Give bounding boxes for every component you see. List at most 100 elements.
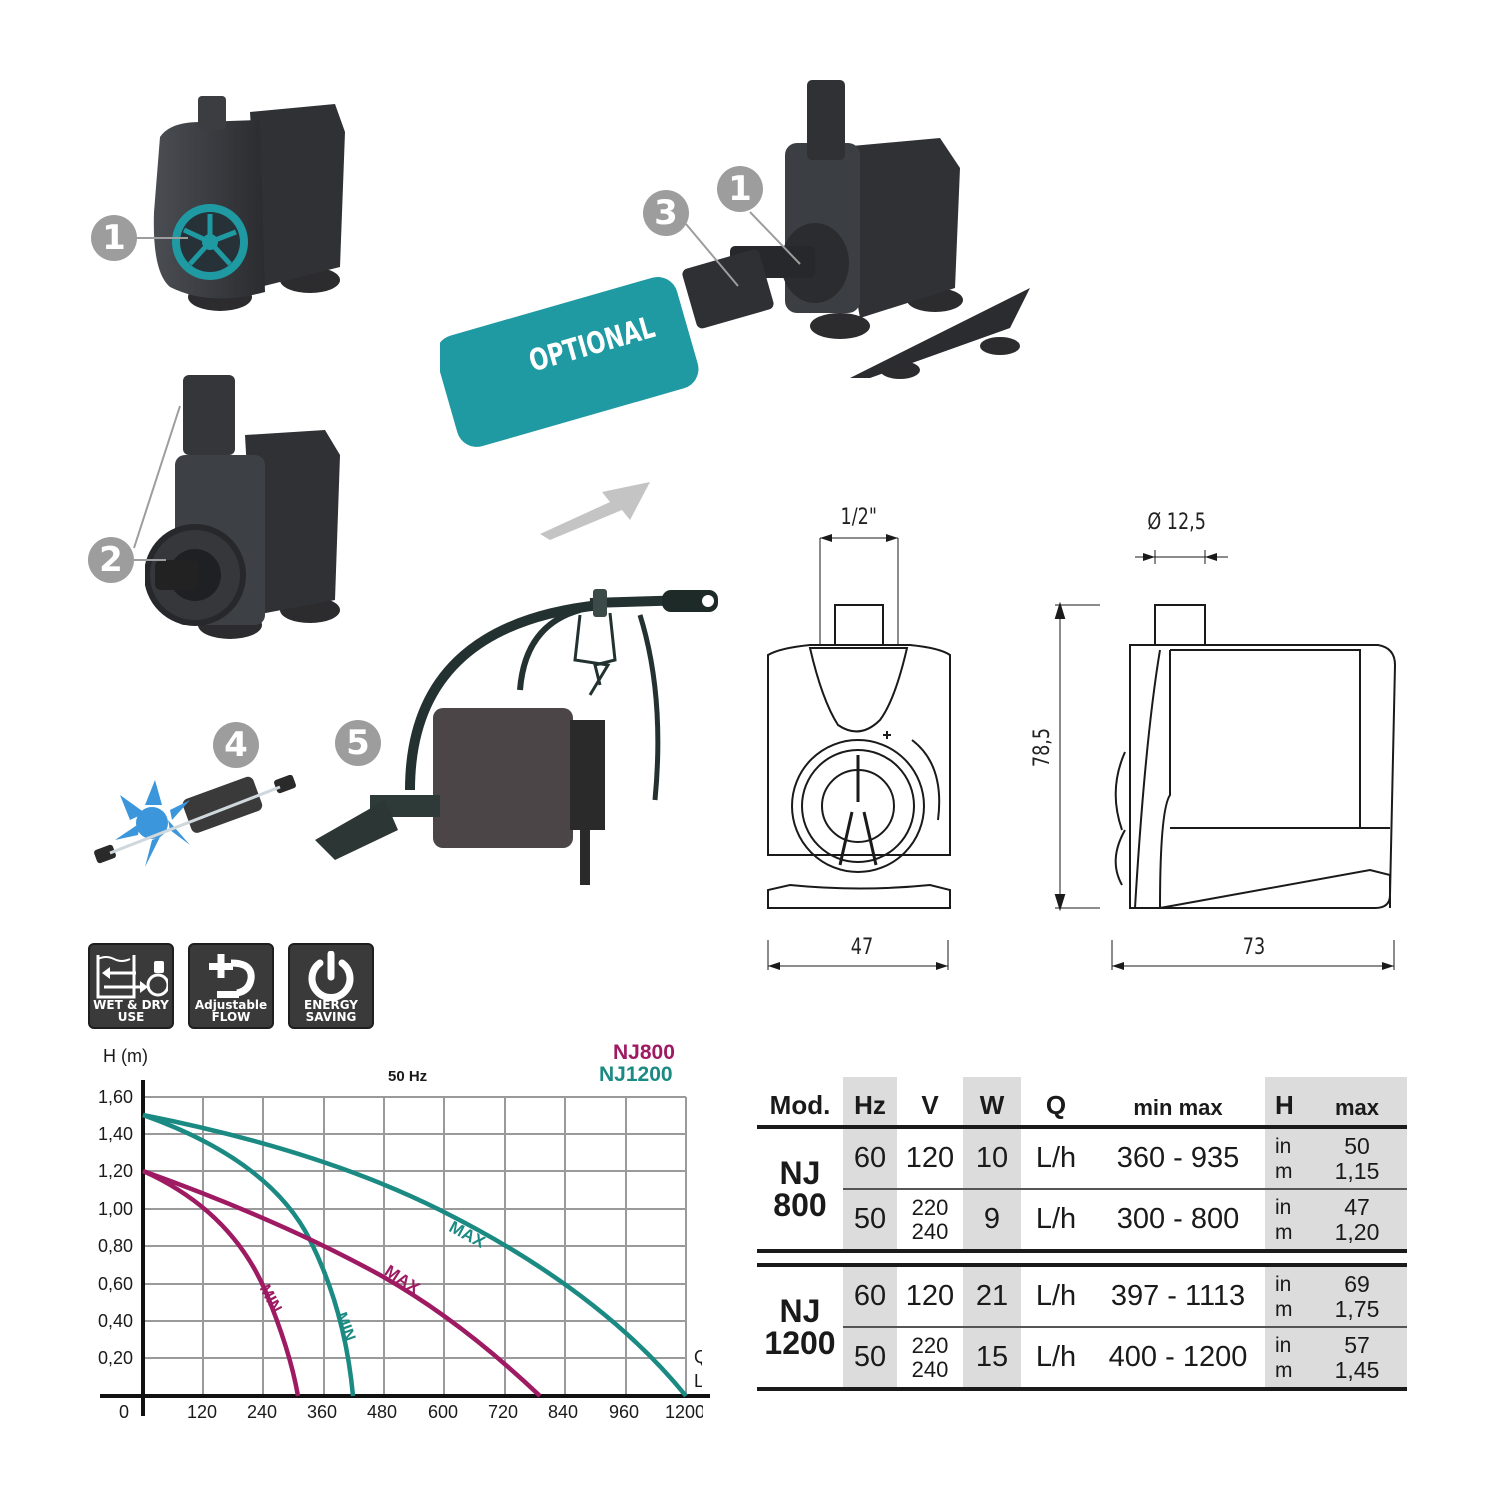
header-q: Q (1045, 1090, 1067, 1120)
cell-range: 360 - 935 (1116, 1142, 1240, 1174)
feature-label-line1: Adjustable (194, 998, 268, 1012)
cell-unit: L/h (1035, 1280, 1077, 1312)
cell-range: 300 - 800 (1116, 1203, 1240, 1235)
cell-hz: 50 (843, 1327, 897, 1389)
x-tick: 600 (428, 1402, 459, 1422)
nj1200-max-curve (142, 1112, 688, 1398)
svg-text:0,40: 0,40 (98, 1311, 133, 1331)
cell-w: 21 (963, 1265, 1021, 1327)
impeller-image (90, 774, 305, 875)
callout-1-intake: 1 (717, 166, 763, 212)
chart-title: 50 Hz (388, 1068, 428, 1085)
x-tick: 720 (488, 1402, 519, 1422)
cell-w: 15 (963, 1327, 1021, 1389)
feature-adjustable-flow: Adjustable FLOW (188, 943, 274, 1029)
dimension-width: 47 (850, 935, 874, 960)
svg-text:1,60: 1,60 (98, 1087, 133, 1107)
cell-hz: 50 (843, 1189, 897, 1251)
arrow-icon (540, 482, 650, 540)
svg-text:0,60: 0,60 (98, 1274, 133, 1294)
chart-y-axis-title: H (m) (103, 1046, 148, 1066)
svg-text:0,80: 0,80 (98, 1236, 133, 1256)
x-tick: 480 (367, 1402, 398, 1422)
cell-w: 9 (963, 1189, 1021, 1251)
legend-nj800: NJ800 (613, 1041, 675, 1064)
dimension-depth: 73 (1242, 935, 1266, 960)
header-minmax: min max (1133, 1095, 1223, 1120)
x-tick: 840 (548, 1402, 579, 1422)
cell-hz: 60 (843, 1127, 897, 1189)
pump-with-sponge-image (435, 78, 1040, 478)
callout-leader (133, 405, 181, 561)
feature-wet-dry-use: WET & DRY USE (88, 943, 174, 1029)
x-tick: 360 (307, 1402, 338, 1422)
x-tick: 240 (247, 1402, 278, 1422)
pump-flow-control-image (144, 375, 345, 645)
performance-chart: 1,60 1,40 1,20 1,00 0,80 0,60 0,40 0,20 (98, 1080, 710, 1416)
callout-5-tube-kit: 5 (335, 720, 381, 766)
callout-1-front: 1 (91, 215, 137, 261)
pump-tube-kit-image (310, 585, 730, 890)
cell-w: 10 (963, 1127, 1021, 1189)
header-h: H (1265, 1077, 1307, 1127)
feature-label-line2: USE (117, 1010, 145, 1024)
header-v: V (921, 1090, 939, 1120)
callout-leader (136, 237, 188, 239)
x-tick: 0 (119, 1402, 130, 1422)
cell-unit: L/h (1035, 1203, 1077, 1235)
x-tick: 120 (187, 1402, 218, 1422)
dimension-height: 78,5 (1029, 727, 1055, 768)
dimension-outlet-thread: 1/2" (840, 505, 877, 530)
technical-drawing (767, 534, 1397, 970)
callout-4-impeller: 4 (213, 722, 259, 768)
legend-nj1200: NJ1200 (599, 1063, 673, 1086)
cell-v: 120 (905, 1142, 955, 1174)
svg-text:1,20: 1,20 (98, 1161, 133, 1181)
callout-3-strainer: 3 (643, 190, 689, 236)
adjustable-flow-icon (209, 954, 255, 998)
nj800-max-curve (142, 1168, 542, 1398)
cell-hz: 60 (843, 1265, 897, 1327)
power-icon (308, 951, 354, 1001)
svg-text:1,40: 1,40 (98, 1124, 133, 1144)
feature-label-line2: SAVING (305, 1010, 357, 1024)
feature-label-line2: FLOW (211, 1010, 251, 1024)
cell-unit: L/h (1035, 1142, 1077, 1174)
pump-front-image (140, 92, 350, 317)
callout-2-flow-control: 2 (88, 537, 134, 583)
feature-label-line1: WET & DRY (93, 998, 169, 1012)
header-w: W (963, 1077, 1021, 1127)
svg-text:1,00: 1,00 (98, 1199, 133, 1219)
svg-text:0,20: 0,20 (98, 1348, 133, 1368)
header-hmax: max (1307, 1077, 1407, 1127)
cell-v: 120 (905, 1280, 955, 1312)
cell-unit: L/h (1035, 1341, 1077, 1373)
header-mod: Mod. (769, 1090, 831, 1120)
header-hz: Hz (843, 1077, 897, 1127)
wet-dry-icon (96, 955, 168, 999)
cell-range: 400 - 1200 (1108, 1341, 1248, 1373)
feature-energy-saving: ENERGY SAVING (288, 943, 374, 1029)
x-tick: 960 (609, 1402, 640, 1422)
cell-range: 397 - 1113 (1110, 1280, 1246, 1312)
x-tick-cut: 1200 (665, 1402, 703, 1422)
dimension-outlet-diameter: Ø 12,5 (1147, 510, 1206, 535)
